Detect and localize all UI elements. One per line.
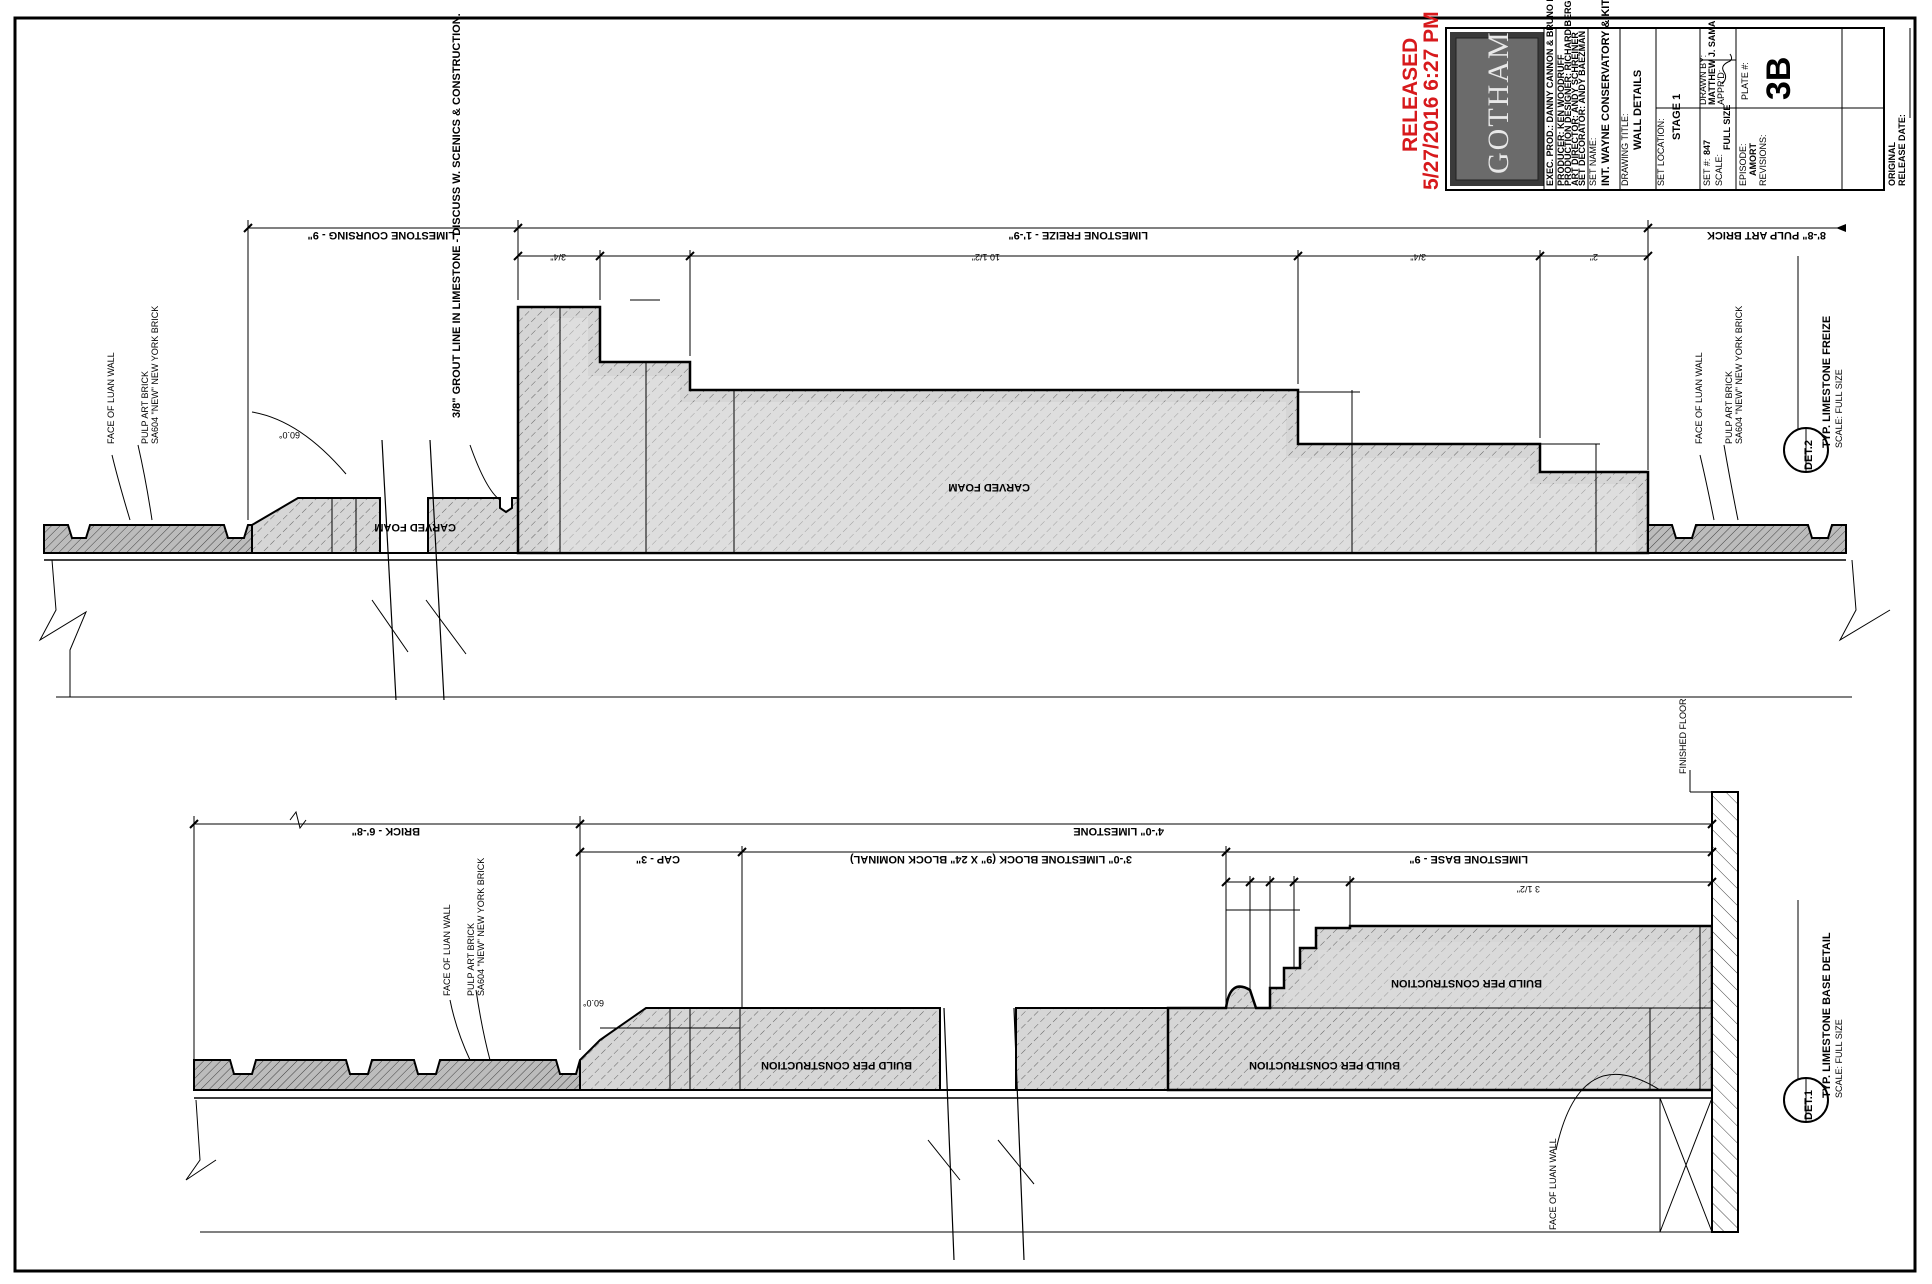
brick-code-top: SA604 "NEW" NEW YORK BRICK	[150, 306, 160, 444]
set-location: STAGE 1	[1671, 94, 1683, 140]
carved-foam-main: CARVED FOAM	[948, 481, 1030, 493]
limestone-block	[1015, 1007, 1169, 1091]
detail-1-drawing	[185, 770, 1739, 1261]
cap-foam	[579, 1007, 941, 1091]
pulp-art-brick-top: PULP ART BRICK	[140, 371, 150, 444]
finished-floor: FINISHED FLOOR	[1678, 698, 1688, 774]
set-name: INT. WAYNE CONSERVATORY & KITCHEN	[1600, 0, 1612, 186]
drawn-by-label: DRAWN BY:	[1698, 55, 1708, 105]
grout-note-text: 3/8" GROUT LINE IN LIMESTONE - DISCUSS W…	[451, 13, 463, 418]
det1-id: DET.1	[1803, 1090, 1815, 1120]
drawing-title: WALL DETAILS	[1632, 70, 1644, 150]
dim-small-1: 3/4"	[550, 252, 566, 262]
release-status: RELEASED	[1399, 38, 1422, 152]
set-name-label: SET NAME:	[1588, 138, 1598, 186]
credit-3: ART DIRECTOR: ANDY SCHREINER	[1570, 32, 1580, 186]
scale-label: SCALE:	[1714, 154, 1724, 186]
title-block: GOTHAM EXEC. PROD.: DANNY CANNON & BRUNO…	[1445, 0, 1911, 191]
dim-coursing: LIMESTONE COURSING - 9"	[308, 229, 455, 241]
plate-label: PLATE #:	[1740, 62, 1750, 100]
original-label: ORIGINAL	[1887, 141, 1897, 186]
dim-cap: CAP - 3"	[636, 853, 680, 865]
logo-text: GOTHAM	[1482, 30, 1515, 174]
credit-4: SET DECORATOR: ANDY BAEZMAN	[1577, 31, 1587, 186]
approval-signature	[1721, 53, 1733, 85]
drawing-title-label: DRAWING TITLE:	[1620, 113, 1630, 186]
dim-base-small: 3 1/2"	[1517, 884, 1540, 894]
build-per-1: BUILD PER CONSTRUCTION	[761, 1059, 912, 1071]
revisions-label: REVISIONS:	[1758, 134, 1768, 186]
face-of-luan-bottom-2: FACE OF LUAN WALL	[1548, 1138, 1558, 1230]
release-date-label: RELEASE DATE:	[1897, 114, 1907, 186]
credit-1: PRODUCER: KEN WOODRUFF	[1556, 54, 1566, 186]
pulp-art-brick-top-right: PULP ART BRICK	[1724, 371, 1734, 444]
face-of-luan-top-right: FACE OF LUAN WALL	[1694, 352, 1704, 444]
left-cap-foam	[251, 497, 381, 554]
carved-foam-left: CARVED FOAM	[374, 521, 456, 533]
plate-number: 3B	[1760, 57, 1798, 100]
face-of-luan-top: FACE OF LUAN WALL	[106, 352, 116, 444]
det2-title: TYP. LIMESTONE FREIZE	[1821, 316, 1833, 448]
dim-freize: LIMESTONE FREIZE - 1'-9"	[1008, 229, 1148, 241]
dim-brick-top: 8'-8" PULP ART BRICK	[1707, 229, 1826, 241]
credit-2: PRODUCTION DESIGNER: RICHARD BERG	[1563, 0, 1573, 186]
det1-scale: SCALE: FULL SIZE	[1834, 1019, 1844, 1098]
build-per-2: BUILD PER CONSTRUCTION	[1249, 1059, 1400, 1071]
det1-callout: DET.1 TYP. LIMESTONE BASE DETAIL SCALE: …	[1783, 900, 1844, 1123]
release-datetime: 5/27/2016 6:27 PM	[1420, 11, 1443, 190]
grout-note: 3/8" GROUT LINE IN LIMESTONE - DISCUSS W…	[451, 13, 463, 418]
scale-value: FULL SIZE	[1722, 105, 1732, 150]
episode-label: EPISODE:	[1738, 143, 1748, 186]
set-location-label: SET LOCATION:	[1656, 118, 1666, 186]
dim-limestone: 4'-0" LIMESTONE	[1073, 825, 1164, 837]
drawn-by: MATTHEW J. SAMA	[1707, 20, 1717, 105]
approved-label: APPR'D:	[1716, 70, 1726, 105]
det1-title: TYP. LIMESTONE BASE DETAIL	[1821, 932, 1833, 1098]
set-num-label: SET #:	[1702, 159, 1712, 186]
dim-small-3: 3/4"	[1410, 252, 1426, 262]
set-num: 847	[1702, 140, 1712, 155]
finished-wall	[1711, 791, 1739, 1233]
freize-carved-foam	[516, 305, 1650, 555]
dim-small-2: 10 1/2"	[972, 252, 1000, 262]
det2-id: DET.2	[1803, 440, 1815, 470]
build-per-3: BUILD PER CONSTRUCTION	[1391, 977, 1542, 989]
pulp-art-brick-bottom: PULP ART BRICK	[466, 923, 476, 996]
angle-top: 60.0°	[278, 430, 300, 440]
face-of-luan-bottom: FACE OF LUAN WALL	[442, 904, 452, 996]
angle-bottom: 60.0°	[582, 998, 604, 1008]
brick-code-top-right: SA604 "NEW" NEW YORK BRICK	[1734, 306, 1744, 444]
dim-block: 3'-0" LIMESTONE BLOCK (9" X 24" BLOCK NO…	[850, 853, 1132, 865]
brick-code-bottom: SA604 "NEW" NEW YORK BRICK	[476, 858, 486, 996]
dim-brick-bottom: BRICK - 6'-8"	[352, 825, 420, 837]
sheet-border	[13, 16, 1917, 1273]
exec-credit: EXEC. PROD.: DANNY CANNON & BRUNO HELLER	[1545, 0, 1555, 186]
dim-small-4: 2"	[1590, 252, 1598, 262]
det2-scale: SCALE: FULL SIZE	[1834, 369, 1844, 448]
dim-base: LIMESTONE BASE - 9"	[1409, 853, 1528, 865]
det2-callout: DET.2 TYP. LIMESTONE FREIZE SCALE: FULL …	[1783, 256, 1844, 473]
episode: AMORT	[1748, 143, 1758, 176]
detail-2-drawing	[38, 220, 1891, 701]
